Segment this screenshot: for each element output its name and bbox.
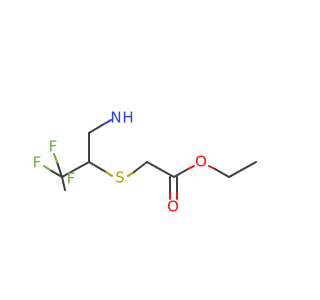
carbonyl-oxygen-label: O bbox=[167, 198, 179, 216]
bond-s-c4 bbox=[133, 161, 148, 173]
bond-f1-side bbox=[53, 153, 58, 163]
background bbox=[0, 0, 300, 300]
ester-oxygen-label: O bbox=[195, 153, 207, 171]
bond-c1-n bbox=[88, 123, 105, 134]
bond-c4-c5 bbox=[146, 161, 175, 178]
bond-c3-f2 bbox=[49, 169, 63, 178]
bond-c6-c7 bbox=[228, 161, 257, 178]
bond-c2-s bbox=[88, 161, 107, 173]
bond-o-c6 bbox=[214, 168, 230, 178]
bond-c5-o bbox=[173, 168, 189, 178]
sulfur-label: S bbox=[115, 169, 125, 187]
bond-s-right bbox=[127, 171, 135, 177]
nitrogen-hydrogen-label: H bbox=[122, 109, 133, 127]
fluorine-left-label: F bbox=[33, 154, 42, 172]
fluorine-top-label: F bbox=[49, 138, 58, 156]
nitrogen-label: N bbox=[110, 109, 121, 127]
molecule-structure-diagram: N H S O O F F F bbox=[0, 0, 300, 300]
bond-c3-f1 bbox=[56, 161, 63, 178]
bond-c3-f3b bbox=[61, 176, 66, 191]
bond-c2-c3 bbox=[61, 161, 90, 178]
bonds bbox=[43, 119, 257, 200]
bond-f2-side bbox=[43, 165, 51, 171]
atom-labels: N H S O O F F F bbox=[33, 109, 207, 216]
bond-o-right bbox=[208, 165, 216, 170]
bond-o-left bbox=[187, 165, 195, 170]
fluorine-bottom-label: F bbox=[67, 170, 76, 188]
bond-n-side bbox=[103, 119, 112, 125]
bond-s-left bbox=[105, 171, 113, 177]
